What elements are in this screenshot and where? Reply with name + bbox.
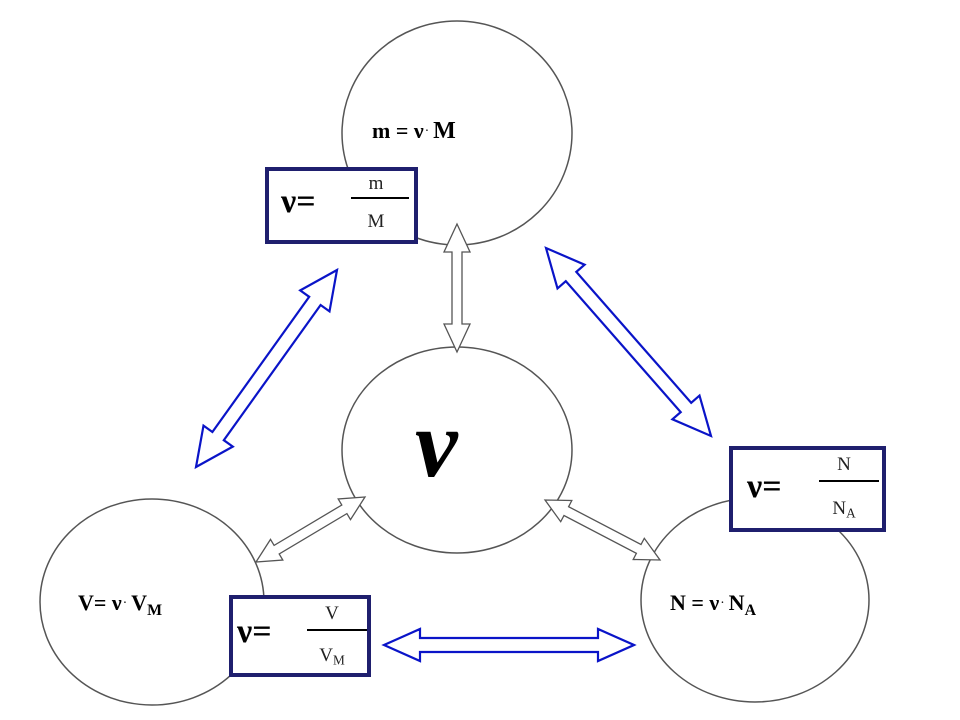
box-mass-lhs: ν= [281, 183, 316, 220]
box-volume: ν= V VM [229, 595, 371, 677]
arrow-mass-center [442, 222, 472, 354]
box-volume-lhs: ν= [237, 613, 272, 650]
formula-volume-rhs: V [131, 590, 148, 615]
arrow-center-particles [543, 499, 662, 561]
arrow-center-volume [254, 496, 367, 563]
box-mass-denominator: M [351, 211, 401, 233]
box-volume-numerator: V [325, 603, 339, 624]
box-volume-denominator-main: V [319, 645, 333, 666]
box-mass-numerator: m [368, 173, 384, 194]
box-volume-denominator-sub: M [332, 652, 345, 668]
box-particles-lhs: ν= [747, 468, 782, 505]
formula-mass-dot: · [424, 122, 430, 138]
formula-volume-lhs: V= ν [78, 590, 122, 615]
box-particles-denominator-main: N [832, 498, 847, 519]
box-mass: ν= m M [265, 167, 418, 244]
formula-particles-lhs: N = ν [670, 590, 720, 615]
arrow-mass-particles [544, 246, 713, 438]
box-particles-denominator: NA [819, 498, 869, 521]
arrows-layer [194, 222, 713, 663]
box-volume-fraction-bar [307, 629, 367, 631]
formula-volume-dot: · [122, 594, 128, 610]
box-volume-denominator: VM [307, 645, 357, 668]
formula-particles-dot: · [720, 594, 725, 610]
formula-volume-rhs-sub: M [147, 601, 163, 619]
arrow-volume-particles [381, 627, 637, 663]
box-mass-fraction-bar [351, 197, 409, 199]
formula-particles-rhs: N [728, 590, 745, 615]
formula-mass-lhs: m = ν [372, 118, 424, 143]
center-nu-symbol: ν [415, 390, 458, 497]
box-particles: ν= N NA [729, 446, 886, 532]
formula-particles: N = ν·NA [670, 590, 756, 620]
formula-volume: V= ν·VM [78, 590, 162, 620]
box-particles-numerator: N [837, 454, 851, 475]
formula-mass: m = ν·M [372, 118, 456, 145]
formula-mass-rhs: M [433, 118, 456, 144]
box-particles-fraction-bar [819, 480, 879, 482]
box-mass-denominator-main: M [367, 211, 385, 232]
box-particles-denominator-sub: A [846, 505, 856, 521]
formula-particles-rhs-sub: A [744, 601, 756, 619]
arrow-mass-volume [194, 267, 339, 470]
